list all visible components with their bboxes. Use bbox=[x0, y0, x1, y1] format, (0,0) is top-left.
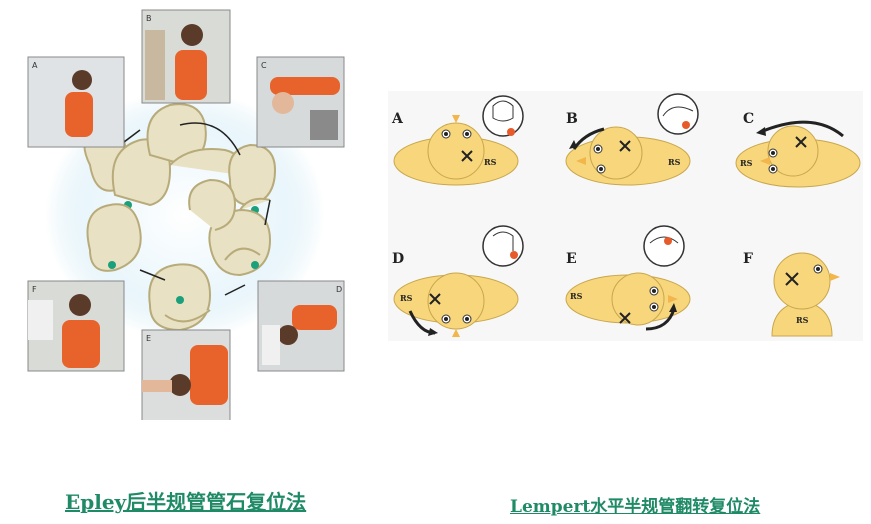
photo-C: C bbox=[256, 56, 345, 148]
step-F: F RS bbox=[743, 251, 840, 337]
epley-caption[interactable]: Epley后半规管管石复位法 bbox=[65, 490, 307, 514]
step-E: E RS bbox=[565, 225, 691, 331]
step-A-rs: RS bbox=[484, 157, 497, 167]
ear-model-center bbox=[188, 178, 237, 231]
photo-A: A bbox=[27, 56, 125, 148]
step-D-rs: RS bbox=[400, 293, 413, 303]
photo-F: F bbox=[27, 280, 125, 372]
arrow-2 bbox=[179, 122, 241, 156]
step-B: B RS bbox=[565, 93, 699, 186]
photo-C-label: C bbox=[261, 61, 267, 70]
step-C: C RS bbox=[735, 111, 861, 188]
lempert-caption[interactable]: Lempert水平半规管翻转复位法 bbox=[510, 497, 761, 517]
lempert-svg: A RS B RS bbox=[391, 93, 861, 337]
step-C-label: C bbox=[743, 111, 754, 127]
step-F-label: F bbox=[743, 251, 753, 267]
arrow-3 bbox=[264, 199, 271, 226]
ear-model-4 bbox=[86, 203, 142, 272]
step-D: D RS bbox=[392, 225, 524, 337]
photo-D: D bbox=[257, 280, 345, 372]
step-E-label: E bbox=[566, 251, 577, 267]
inner-ear-models bbox=[83, 103, 277, 332]
photo-B: B bbox=[141, 9, 231, 104]
photo-F-label: F bbox=[32, 285, 37, 294]
step-E-rs: RS bbox=[570, 291, 583, 301]
arrow-4 bbox=[224, 284, 246, 296]
epley-illustration: A B C D E bbox=[20, 5, 350, 423]
step-F-rs: RS bbox=[796, 315, 809, 325]
step-C-rs: RS bbox=[740, 158, 753, 168]
ear-model-6 bbox=[148, 263, 212, 332]
step-A: A RS bbox=[391, 95, 524, 186]
ear-model-3 bbox=[228, 143, 277, 214]
step-A-label: A bbox=[391, 111, 404, 127]
step-B-rs: RS bbox=[668, 157, 681, 167]
step-B-label: B bbox=[566, 111, 578, 127]
photo-E-label: E bbox=[146, 334, 151, 343]
epley-svg: A B C D E bbox=[27, 9, 345, 423]
photo-A-label: A bbox=[32, 61, 38, 70]
arrow-5 bbox=[139, 269, 166, 281]
photo-E: E bbox=[141, 329, 231, 423]
photo-B-label: B bbox=[146, 14, 152, 23]
step-D-label: D bbox=[392, 251, 404, 267]
photo-D-label: D bbox=[336, 285, 342, 294]
lempert-diagram: A RS B RS bbox=[388, 91, 863, 341]
